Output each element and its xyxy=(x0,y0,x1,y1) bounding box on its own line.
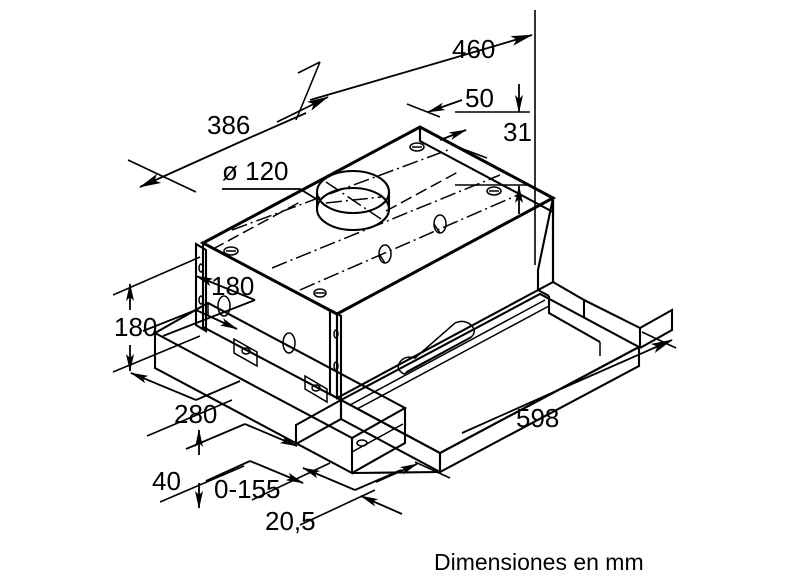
center-divider-bracket xyxy=(328,308,343,402)
dimension-label-20-5: 20,5 xyxy=(265,506,316,536)
dimension-label-50: 50 xyxy=(465,83,494,113)
dimension-label-460: 460 xyxy=(452,34,495,64)
top-face-fixing-holes xyxy=(223,142,502,298)
dimension-label-dia-120: ø 120 xyxy=(222,156,289,186)
dimension-460: 460 xyxy=(295,10,536,265)
dimension-label-280: 280 xyxy=(174,399,217,429)
hood-base-plinth xyxy=(153,301,408,475)
pull-out-drawer xyxy=(338,292,642,474)
dimension-180-height: 180 xyxy=(112,256,201,373)
units-caption: Dimensiones en mm xyxy=(434,549,644,575)
dimension-label-386: 386 xyxy=(207,110,250,140)
dimension-label-0-155: 0-155 xyxy=(214,474,281,504)
dimension-label-40: 40 xyxy=(152,466,181,496)
drawer-carriage-rail xyxy=(294,398,442,474)
fixed-frame-right xyxy=(547,281,674,356)
dimension-40: 40 xyxy=(146,399,245,509)
dimension-dia-120: ø 120 xyxy=(222,156,319,201)
dimension-31: 31 xyxy=(455,84,532,214)
dimension-0-155: 0-155 xyxy=(205,460,402,504)
dimension-label-31: 31 xyxy=(503,117,532,147)
dimension-598: 598 xyxy=(414,331,677,479)
dimension-280: 280 xyxy=(130,372,298,450)
hood-isometric-object xyxy=(153,125,674,475)
hood-left-face xyxy=(201,241,339,400)
dimension-label-180-height: 180 xyxy=(114,312,157,342)
right-flange xyxy=(536,197,555,297)
dimension-label-598: 598 xyxy=(516,403,559,433)
duct-outlet-collar xyxy=(315,169,391,232)
dimension-180-inner: 180 xyxy=(142,271,256,337)
dimension-386: 386 xyxy=(127,61,329,193)
dimension-20-5: 20,5 xyxy=(251,462,418,536)
left-face-slots xyxy=(217,295,328,404)
left-mounting-bracket xyxy=(194,242,208,333)
top-face-centerlines xyxy=(212,149,521,291)
dimension-label-180-inner: 180 xyxy=(211,271,254,301)
dimension-50: 50 xyxy=(406,83,494,159)
